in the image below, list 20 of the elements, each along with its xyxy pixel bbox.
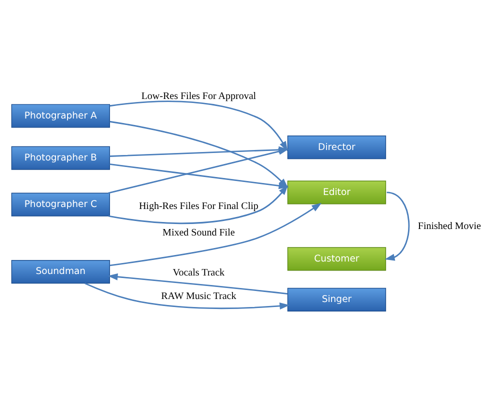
node-box: Director <box>287 136 386 160</box>
arrow <box>110 202 322 266</box>
arrow <box>84 282 290 310</box>
node-box: Photographer A <box>11 104 110 128</box>
node-box: Photographer C <box>11 192 110 216</box>
edge-label: Mixed Sound File <box>162 227 235 238</box>
node-box: Editor <box>287 180 386 204</box>
edge-label: Finished Movie <box>418 221 481 232</box>
edge-label: Low-Res Files For Approval <box>141 90 256 102</box>
arrow <box>108 185 288 224</box>
arrow <box>384 192 410 261</box>
node-box: Photographer B <box>11 146 110 170</box>
edge-label: High-Res Files For Final Clip <box>138 201 258 212</box>
edge-label: Vocals Track <box>172 268 225 279</box>
arrow <box>108 273 288 295</box>
node-box: Soundman <box>11 260 110 284</box>
node-box: Singer <box>287 288 386 312</box>
arrow <box>110 100 288 152</box>
node-box: Customer <box>287 247 386 271</box>
edge-label: RAW Music Track <box>161 291 236 302</box>
